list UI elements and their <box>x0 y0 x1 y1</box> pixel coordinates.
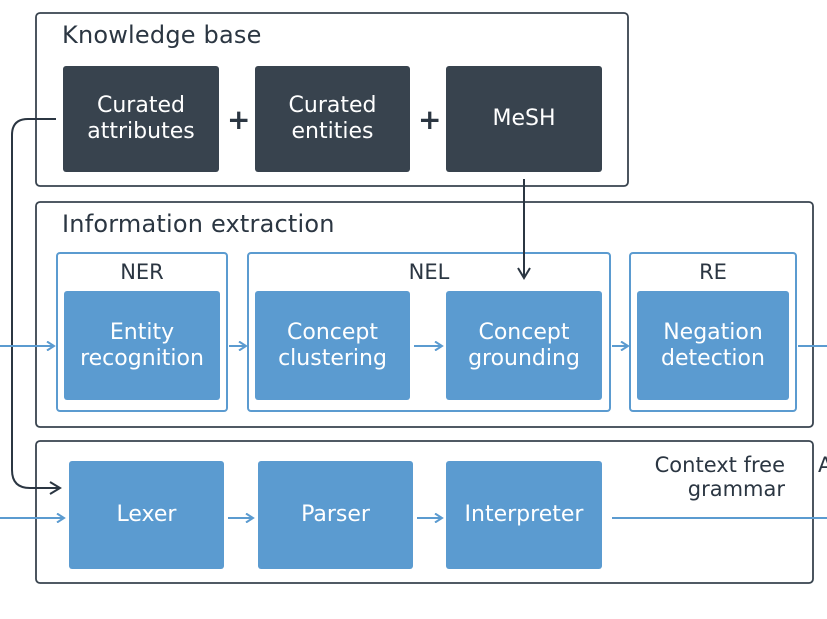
lexer-box: Lexer <box>69 461 224 569</box>
interpreter-box: Interpreter <box>446 461 602 569</box>
concept-grounding-box: Concept grounding <box>446 291 602 400</box>
nel-group <box>247 252 611 412</box>
concept-clustering-box: Concept clustering <box>255 291 410 400</box>
entity-recognition-box: Entity recognition <box>64 291 220 400</box>
re-group <box>629 252 797 412</box>
context-free-grammar-title: Context free grammar <box>654 453 785 501</box>
information-extraction-container <box>35 201 814 428</box>
grammar-container <box>35 440 814 584</box>
curated-entities-box: Curated entities <box>255 66 410 172</box>
clipped-edge-label: A <box>818 453 827 477</box>
curated-attributes-box: Curated attributes <box>63 66 219 172</box>
re-label: RE <box>699 260 727 284</box>
mesh-box: MeSH <box>446 66 602 172</box>
nel-label: NEL <box>408 260 450 284</box>
knowledge-base-title: Knowledge base <box>62 21 262 49</box>
plus-sign: + <box>418 103 442 136</box>
knowledge-base-container <box>35 12 629 187</box>
ner-group <box>56 252 228 412</box>
negation-detection-box: Negation detection <box>637 291 789 400</box>
parser-box: Parser <box>258 461 413 569</box>
plus-sign: + <box>227 103 251 136</box>
information-extraction-title: Information extraction <box>62 210 335 238</box>
kb-to-lexer-connector <box>11 118 62 495</box>
ner-label: NER <box>120 260 164 284</box>
